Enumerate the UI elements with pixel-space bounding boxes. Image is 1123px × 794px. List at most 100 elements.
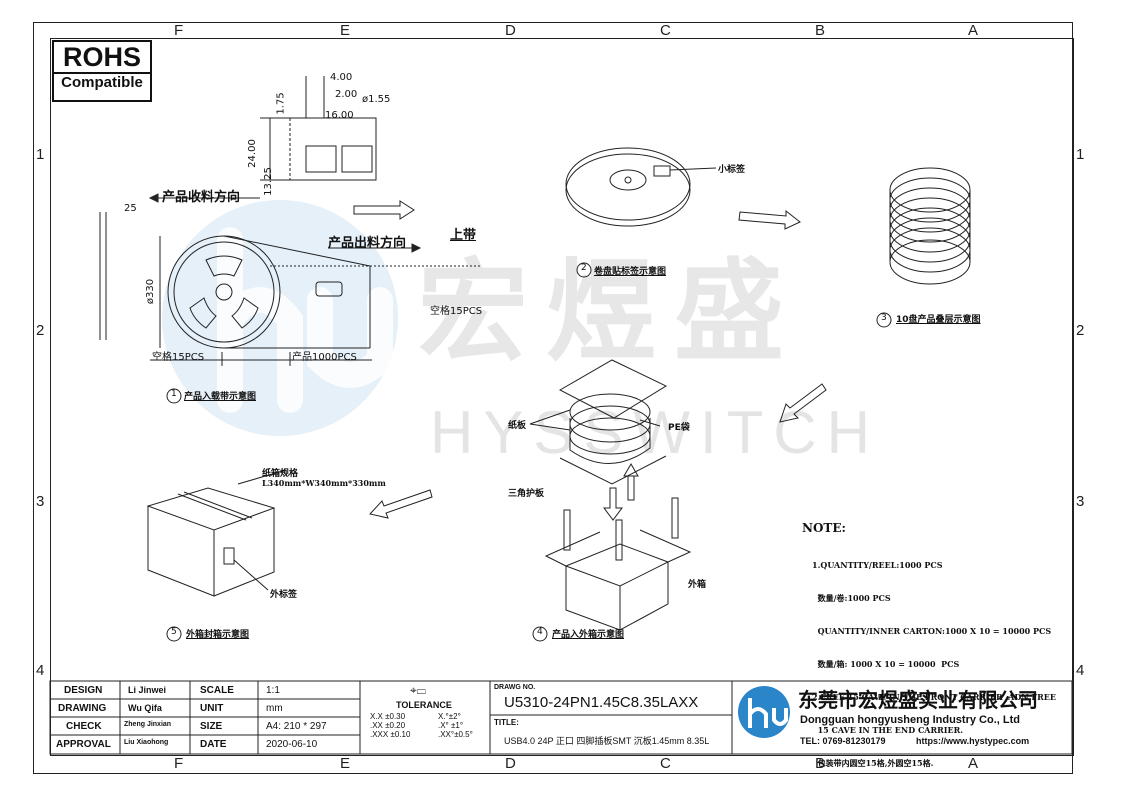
- note-line: 数量/箱: 1000 X 10 = 10000 PCS: [812, 659, 960, 669]
- zone-bottom-b: B: [815, 755, 826, 772]
- zone-left-2: 2: [36, 322, 45, 339]
- zone-right-2: 2: [1076, 322, 1085, 339]
- dim-16-00: 16.00: [325, 110, 354, 121]
- role-design: DESIGN: [64, 685, 103, 696]
- circle-num-1: 1: [171, 389, 177, 399]
- company-name-cn: 东莞市宏煜盛实业有限公司: [798, 690, 1038, 712]
- key-date: DATE: [200, 739, 227, 750]
- small-label-caption: 小标签: [718, 165, 746, 175]
- inner-frame: [50, 38, 1074, 756]
- dim-4-00: 4.00: [330, 72, 353, 83]
- name-design: Li Jinwei: [128, 685, 167, 695]
- zone-left-4: 4: [36, 662, 45, 679]
- tol-line: X.°±2°: [438, 712, 461, 721]
- dim-13-25: 13.25: [262, 167, 274, 196]
- paper-board-label: 纸板: [508, 421, 527, 431]
- carton-label: 外箱: [688, 580, 707, 590]
- dim-24-00: 24.00: [246, 139, 258, 168]
- tol-line: .XXX ±0.10: [370, 730, 411, 739]
- step3-caption: 10盘产品叠层示意图: [896, 315, 981, 325]
- zone-right-1: 1: [1076, 146, 1085, 163]
- value-size: A4: 210 * 297: [266, 721, 327, 732]
- dim-1-75: 1.75: [275, 92, 287, 115]
- zone-top-a: A: [968, 22, 979, 39]
- tolerance-left: X.X ±0.30 .XX ±0.20 .XXX ±0.10: [370, 712, 410, 739]
- note-line: 15 CAVE IN THE END CARRIER.: [812, 725, 964, 735]
- circle-num-2: 2: [581, 263, 587, 273]
- role-drawing: DRAWING: [58, 703, 107, 714]
- value-scale: 1:1: [266, 685, 280, 696]
- tolerance-title: TOLERANCE: [396, 700, 452, 710]
- zone-right-4: 4: [1076, 662, 1085, 679]
- note-block: 1.QUANTITY/REEL:1000 PCS 数量/卷:1000 PCS Q…: [812, 538, 1056, 780]
- zone-left-3: 3: [36, 493, 45, 510]
- zone-bottom-c: C: [660, 755, 671, 772]
- note-line: QUANTITY/INNER CARTON:1000 X 10 = 10000 …: [812, 626, 1052, 636]
- zone-top-f: F: [174, 22, 184, 39]
- dim-330: ø330: [145, 278, 157, 305]
- carton-spec-label: 纸箱规格: [262, 469, 299, 479]
- key-scale: SCALE: [200, 685, 234, 696]
- company-name-en: Dongguan hongyusheng Industry Co., Ltd: [800, 714, 1020, 726]
- circle-num-3: 3: [881, 313, 887, 323]
- key-size: SIZE: [200, 721, 223, 732]
- zone-left-1: 1: [36, 146, 45, 163]
- key-unit: UNIT: [200, 703, 224, 714]
- zone-top-c: C: [660, 22, 671, 39]
- pe-bag-label: PE袋: [668, 423, 690, 433]
- step1-caption: 产品入载带示意图: [184, 392, 257, 402]
- carton-size-label: L340mm*W340mm*330mm: [262, 478, 386, 488]
- note-line: 数量/卷:1000 PCS: [812, 593, 891, 603]
- note-line: 1.QUANTITY/REEL:1000 PCS: [812, 560, 943, 570]
- note-line: 2.FREE 15 CAVE IN THE FRONT CARRIER ADN …: [812, 692, 1056, 702]
- name-drawing: Wu Qifa: [128, 703, 162, 713]
- drawing-title: USB4.0 24P 正口 四脚插板SMT 沉板1.45mm 8.35L: [504, 736, 710, 746]
- rohs-subtitle: Compatible: [54, 72, 150, 91]
- step4-caption: 产品入外箱示意图: [552, 630, 625, 640]
- triangle-guard-label: 三角护板: [508, 489, 545, 499]
- watermark-chinese: 宏煜盛: [418, 248, 802, 376]
- step5-caption: 外箱封箱示意图: [186, 630, 250, 640]
- dim-25: 25: [124, 203, 137, 214]
- rohs-badge: ROHS Compatible: [52, 40, 152, 102]
- tol-line: .X° ±1°: [438, 721, 464, 730]
- company-tel: TEL: 0769-81230179: [800, 736, 886, 746]
- product-count-label: 产品1000PCS: [292, 352, 357, 363]
- zone-top-d: D: [505, 22, 516, 39]
- zone-top-e: E: [340, 22, 351, 39]
- note-title: NOTE:: [802, 521, 846, 535]
- value-date: 2020-06-10: [266, 739, 318, 750]
- zone-right-3: 3: [1076, 493, 1085, 510]
- name-check: Zheng Jinxian: [124, 721, 172, 728]
- feed-in-label: 产品收料方向: [162, 190, 241, 205]
- empty-left-label: 空格15PCS: [152, 352, 205, 363]
- tol-line: .XX ±0.20: [370, 721, 406, 730]
- feed-out-label: 产品出料方向: [328, 236, 407, 251]
- outer-label-caption: 外标签: [270, 590, 298, 600]
- role-approval: APPROVAL: [56, 739, 111, 750]
- name-approval: Liu Xiaohong: [124, 739, 169, 746]
- empty-right-label: 空格15PCS: [430, 306, 483, 317]
- dim-1-55: ø1.55: [362, 94, 391, 105]
- tol-line: X.X ±0.30: [370, 712, 406, 721]
- circle-num-4: 4: [537, 627, 543, 637]
- zone-bottom-f: F: [174, 755, 184, 772]
- drawing-no: U5310-24PN1.45C8.35LAXX: [504, 694, 699, 711]
- outer-frame: [33, 22, 1073, 774]
- zone-top-b: B: [815, 22, 826, 39]
- tolerance-right: X.°±2° .X° ±1° .XX°±0.5°: [438, 712, 473, 739]
- rohs-title: ROHS: [62, 42, 141, 72]
- value-unit: mm: [266, 703, 283, 714]
- circle-num-5: 5: [171, 627, 177, 637]
- zone-bottom-e: E: [340, 755, 351, 772]
- tolerance-symbol: ⌖▭: [410, 683, 426, 697]
- zone-bottom-a: A: [968, 755, 979, 772]
- note-line: 包装带内圆空15格,外圆空15格.: [812, 758, 934, 768]
- role-check: CHECK: [66, 721, 102, 732]
- tol-line: .XX°±0.5°: [438, 730, 473, 739]
- dim-2-00: 2.00: [335, 89, 358, 100]
- zone-bottom-d: D: [505, 755, 516, 772]
- company-web: https://www.hystypec.com: [916, 736, 1030, 746]
- drawing-no-label: DRAWG NO.: [494, 684, 536, 691]
